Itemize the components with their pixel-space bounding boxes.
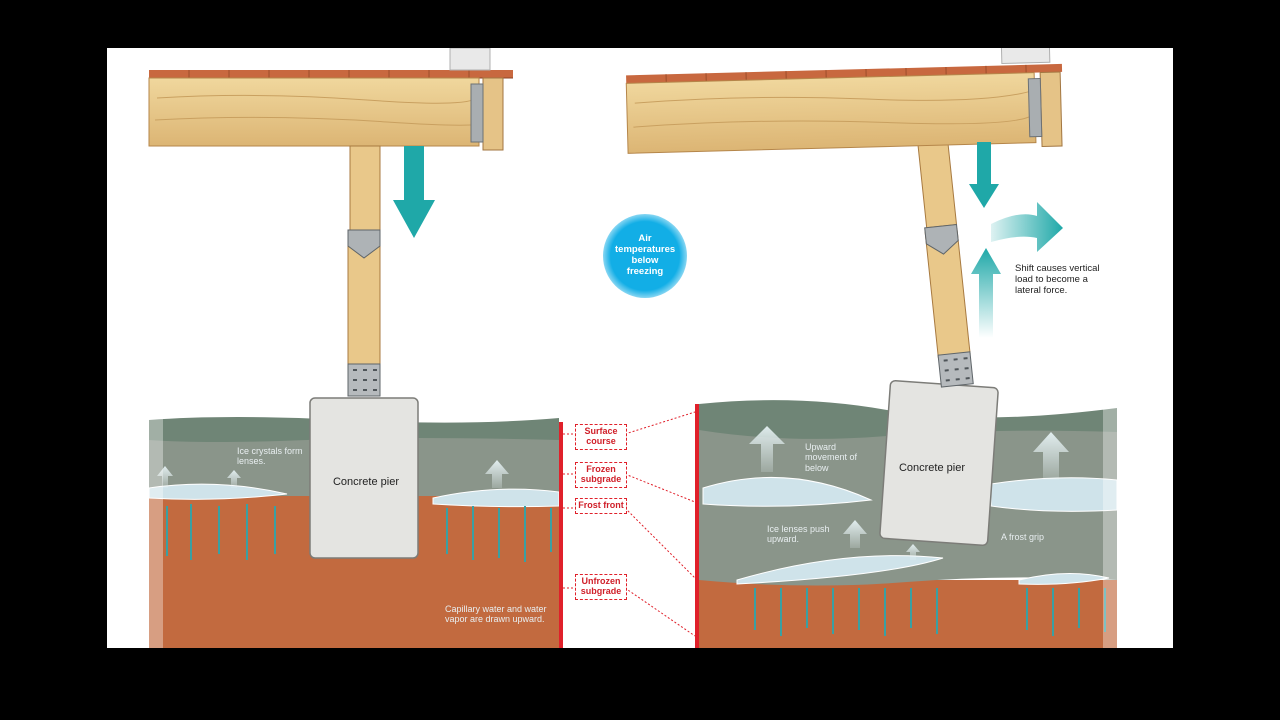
right-deck	[625, 48, 1063, 154]
right-heave-arrow-d-icon	[906, 544, 920, 560]
left-pier-label: Concrete pier	[332, 476, 400, 488]
left-joist-hanger	[470, 83, 484, 143]
left-baluster	[449, 48, 491, 71]
left-scene	[148, 48, 560, 648]
layer-frozen-subgrade-tag: Frozen subgrade	[575, 462, 627, 488]
right-ice-lens-b	[990, 477, 1118, 512]
capillary-label: Capillary water and water vapor are draw…	[445, 604, 547, 625]
frost-heave-diagram	[148, 48, 1118, 648]
left-concrete-pier	[309, 397, 419, 559]
right-post-connector-icon	[924, 224, 959, 255]
left-rim-joist	[482, 77, 504, 151]
ice-crystals-label: Ice crystals form lenses.	[237, 446, 303, 467]
left-ice-lens-a	[148, 483, 288, 500]
right-shift-arrows-icon	[969, 142, 1063, 338]
left-heave-arrow-b-icon	[227, 470, 241, 488]
layer-unfrozen-subgrade-tag: Unfrozen subgrade	[575, 574, 627, 600]
right-heave-arrow-b-icon	[1033, 432, 1069, 480]
right-heave-arrow-a-icon	[749, 426, 785, 472]
right-post	[917, 138, 974, 388]
left-heave-arrow-a-icon	[157, 466, 173, 488]
upward-movement-label: Upward movement of below	[805, 442, 858, 473]
right-heave-arrow-c-icon	[843, 520, 867, 548]
right-ice-lens-a	[702, 476, 873, 507]
ice-lens-small-label: A frost grip	[1001, 532, 1045, 542]
diagram-panel: Concrete pier Concrete pier Air temperat…	[107, 48, 1173, 648]
right-ice-lens-d	[1018, 573, 1110, 585]
air-temperature-badge: Air temperatures below freezing	[603, 214, 687, 298]
shift-note-label: Shift causes vertical load to become a l…	[1015, 263, 1100, 296]
right-ice-lens-c	[736, 555, 944, 585]
ice-lenses-push-label: Ice lenses push upward.	[767, 524, 830, 545]
layer-frost-front-tag: Frost front	[575, 498, 627, 514]
air-temperature-label: Air temperatures below freezing	[615, 233, 676, 277]
layer-surface-course-tag: Surface course	[575, 424, 627, 450]
left-deck-tiles	[149, 70, 513, 79]
left-heave-arrow-c-icon	[485, 460, 509, 488]
right-pier-label: Concrete pier	[898, 462, 966, 474]
right-scene	[625, 48, 1118, 648]
layer-indicator-lines	[559, 404, 699, 648]
left-deck-beam	[148, 77, 480, 147]
left-post-connector-icon	[347, 229, 381, 259]
left-downward-load-arrow-icon	[393, 146, 435, 238]
